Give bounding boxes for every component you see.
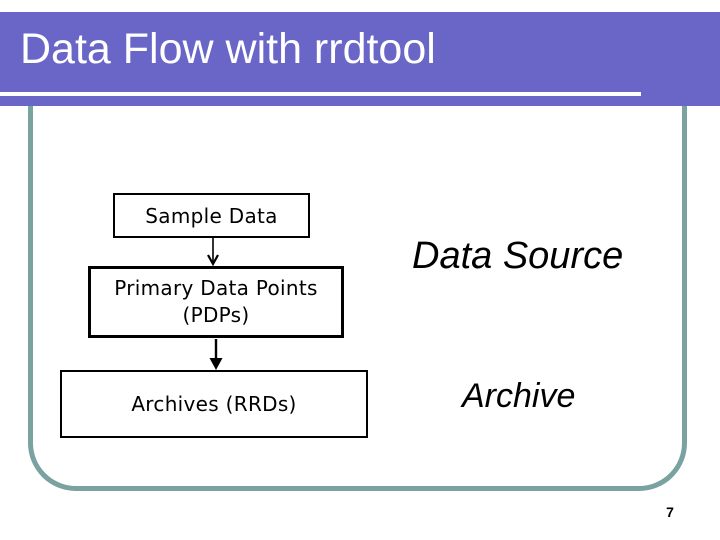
box-archives: Archives (RRDs) xyxy=(60,370,368,438)
box-pdp-label-line2: (PDPs) xyxy=(182,303,250,327)
title-underline xyxy=(0,92,641,96)
arrow-down-icon xyxy=(209,339,223,370)
header-bar xyxy=(0,12,720,106)
box-sample-data: Sample Data xyxy=(113,193,310,238)
page-number: 7 xyxy=(666,504,674,520)
annotation-archive: Archive xyxy=(462,377,576,415)
box-sample-data-label: Sample Data xyxy=(145,203,278,228)
box-archives-label: Archives (RRDs) xyxy=(131,392,297,416)
box-pdp-label-line1: Primary Data Points xyxy=(114,276,318,300)
annotation-data-source: Data Source xyxy=(412,235,624,277)
arrow-down-icon xyxy=(207,238,219,267)
page-title: Data Flow with rrdtool xyxy=(20,25,436,73)
box-primary-data-points: Primary Data Points (PDPs) xyxy=(88,266,344,338)
